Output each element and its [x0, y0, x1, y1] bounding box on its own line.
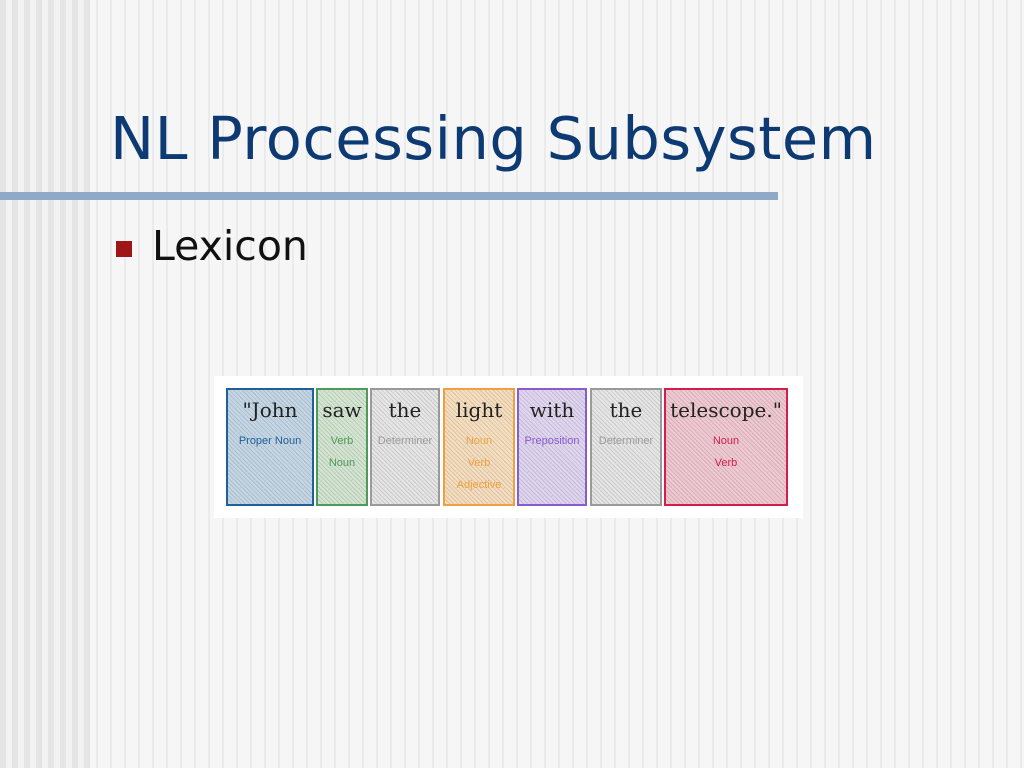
- bullet-text: Lexicon: [152, 222, 308, 270]
- tag-list: Noun Verb: [666, 430, 786, 474]
- word-text: saw: [322, 398, 362, 422]
- pos-tag: Verb: [714, 457, 738, 469]
- word-box-the-2: the Determiner: [590, 388, 662, 506]
- word-box-john: "John Proper Noun: [226, 388, 314, 506]
- pos-tag: Noun: [328, 457, 356, 469]
- pos-tag: Proper Noun: [238, 435, 302, 447]
- tag-list: Verb Noun: [318, 430, 366, 474]
- word-box-saw: saw Verb Noun: [316, 388, 368, 506]
- pos-tag: Adjective: [456, 479, 502, 491]
- word-text: light: [455, 398, 503, 422]
- word-text: with: [529, 398, 575, 422]
- tag-list: Preposition: [519, 430, 585, 452]
- word-text: "John: [242, 398, 298, 422]
- pos-tag: Verb: [467, 457, 491, 469]
- tag-list: Determiner: [372, 430, 438, 452]
- lexicon-figure: "John Proper Noun saw Verb Noun the Dete…: [214, 376, 803, 518]
- pos-tag: Noun: [465, 435, 493, 447]
- pos-tag: Preposition: [524, 435, 580, 447]
- tag-list: Noun Verb Adjective: [445, 430, 513, 496]
- word-text: the: [388, 398, 422, 422]
- bullet-item-lexicon: Lexicon: [116, 222, 308, 270]
- pos-tag: Noun: [712, 435, 740, 447]
- word-box-the-1: the Determiner: [370, 388, 440, 506]
- bullet-square-icon: [116, 241, 132, 257]
- word-text: telescope.": [670, 398, 782, 422]
- word-box-with: with Preposition: [517, 388, 587, 506]
- pos-tag: Determiner: [377, 435, 433, 447]
- background-stripes: [0, 0, 90, 768]
- pos-tag: Verb: [330, 435, 354, 447]
- pos-tag: Determiner: [598, 435, 654, 447]
- word-box-light: light Noun Verb Adjective: [443, 388, 515, 506]
- title-underline: [0, 192, 778, 200]
- tag-list: Determiner: [592, 430, 660, 452]
- slide-title: NL Processing Subsystem: [110, 104, 877, 173]
- tag-list: Proper Noun: [228, 430, 312, 452]
- word-text: the: [609, 398, 643, 422]
- word-box-telescope: telescope." Noun Verb: [664, 388, 788, 506]
